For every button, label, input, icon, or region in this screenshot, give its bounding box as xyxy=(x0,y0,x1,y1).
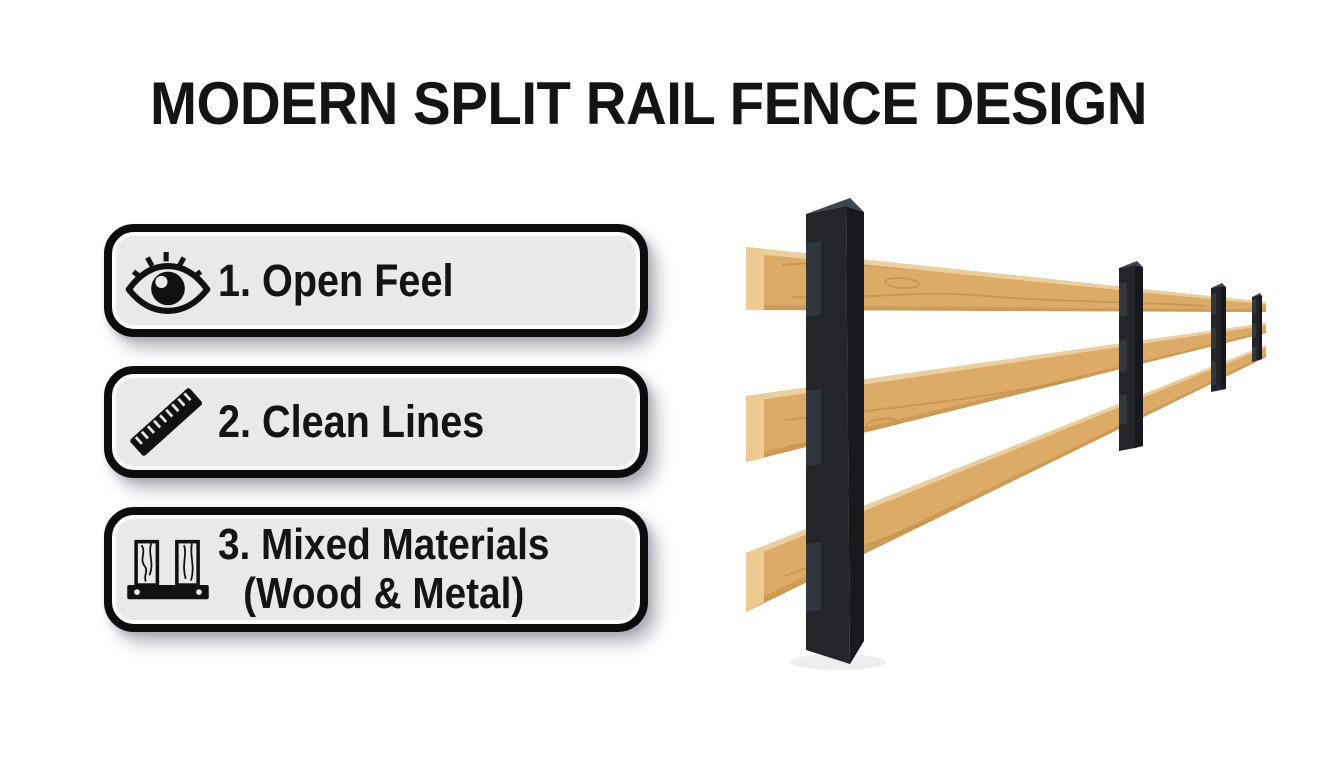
feature-label-group: 3. Mixed Materials (Wood & Metal) xyxy=(218,520,550,618)
feature-label: 3. Mixed Materials xyxy=(218,520,550,570)
fence-post-2 xyxy=(1119,261,1143,451)
fence-post-front xyxy=(806,198,864,664)
feature-sublabel: (Wood & Metal) xyxy=(243,568,525,618)
eye-icon xyxy=(124,246,212,316)
wood-metal-icon xyxy=(124,539,212,601)
page-title: MODERN SPLIT RAIL FENCE DESIGN xyxy=(150,70,1148,137)
feature-open-feel: 1. Open Feel xyxy=(104,224,648,337)
fence-post-4 xyxy=(1252,293,1262,362)
feature-mixed-materials: 3. Mixed Materials (Wood & Metal) xyxy=(104,507,648,632)
fence-post-3 xyxy=(1211,283,1226,392)
feature-clean-lines: 2. Clean Lines xyxy=(104,366,648,478)
ruler-icon xyxy=(124,382,212,462)
feature-label: 2. Clean Lines xyxy=(218,396,485,448)
feature-label: 1. Open Feel xyxy=(218,254,454,306)
